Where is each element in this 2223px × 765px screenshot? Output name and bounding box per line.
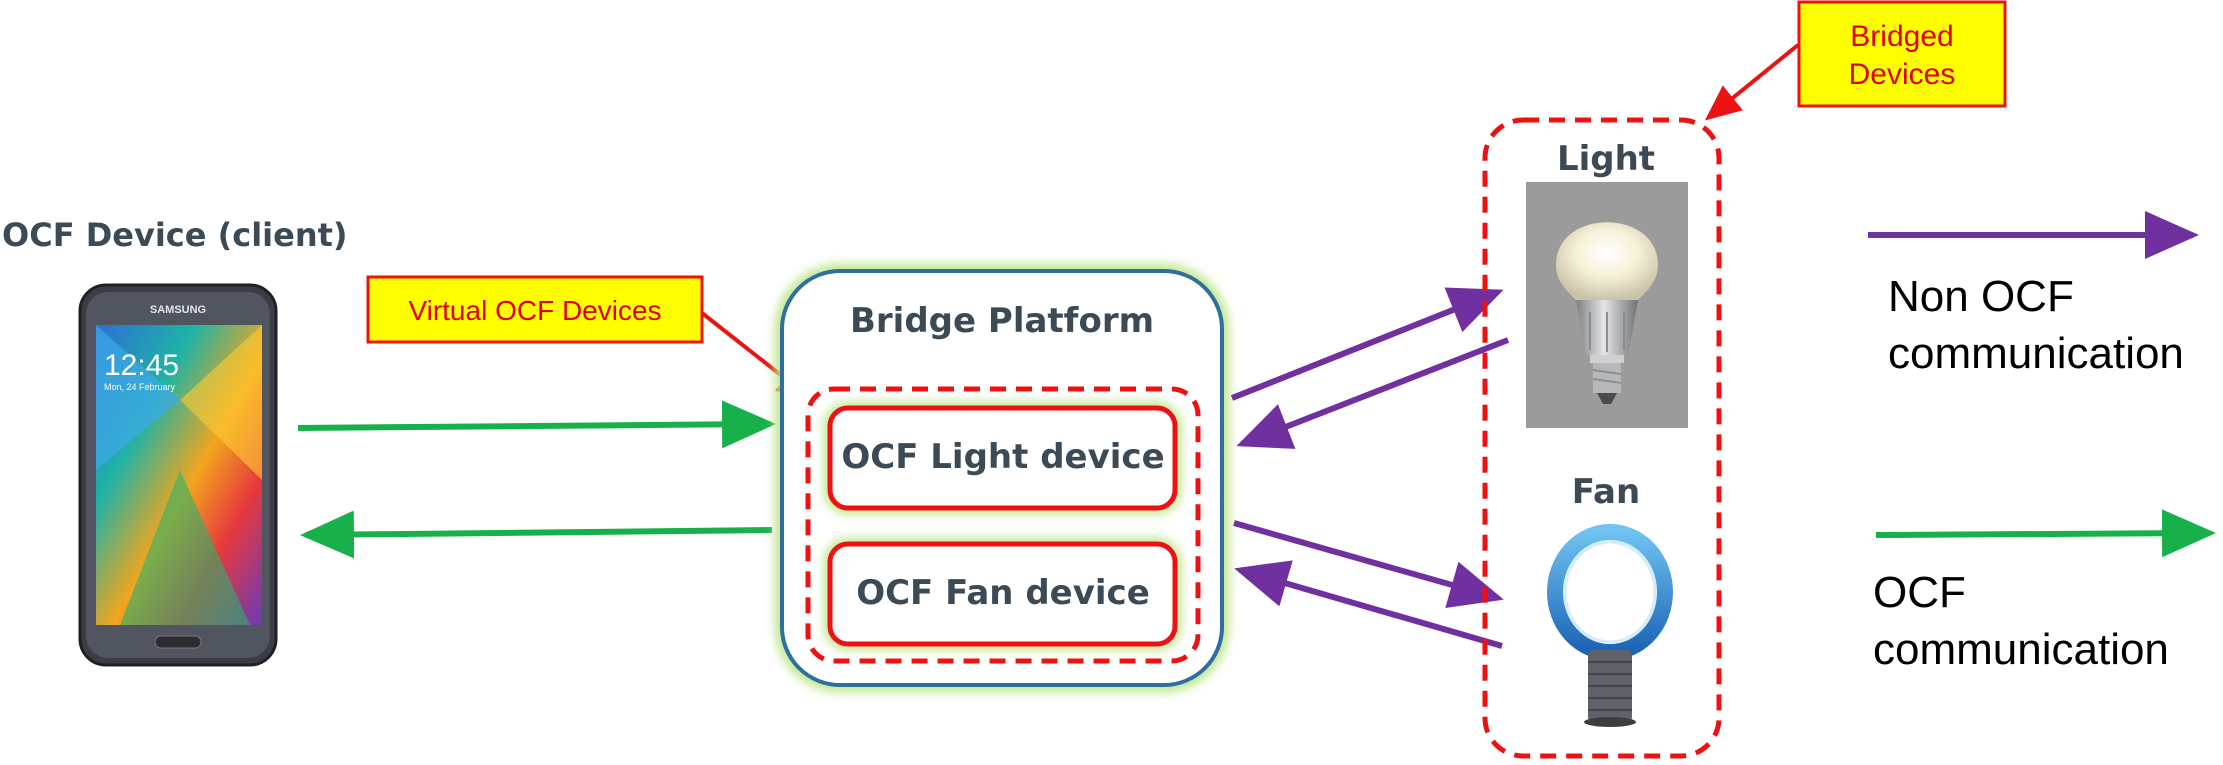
non-ocf-arrow-from-light	[1236, 337, 1510, 449]
bridged-devices-callout	[1797, 0, 2007, 108]
bridged-devices-line1: Bridged	[1850, 20, 1953, 53]
fan-label: Fan	[1572, 472, 1640, 512]
legend-ocf-line2: communication	[1873, 625, 2169, 674]
legend-ocf-arrow	[1875, 509, 2216, 558]
ocf-arrow-response	[300, 510, 773, 559]
client-label: OCF Device (client)	[2, 216, 348, 254]
legend-ocf-line1: OCF	[1873, 568, 1966, 617]
legend-non-ocf-line2: communication	[1888, 329, 2184, 378]
phone-brand: SAMSUNG	[150, 304, 206, 316]
ocf-light-device	[827, 405, 1178, 511]
non-ocf-arrow-from-fan	[1234, 560, 1503, 649]
virtual-devices-label: Virtual OCF Devices	[408, 295, 661, 326]
virtual-devices-callout	[366, 275, 704, 344]
fan-image	[1547, 524, 1673, 727]
non-ocf-arrow-to-light	[1230, 287, 1504, 401]
ocf-fan-device	[827, 541, 1178, 647]
legend-non-ocf-line1: Non OCF	[1888, 272, 2074, 321]
light-bulb-image	[1526, 182, 1688, 428]
bridged-devices-line2: Devices	[1849, 58, 1956, 91]
ocf-arrow-request	[297, 400, 776, 449]
ocf-fan-device-label: OCF Fan device	[856, 573, 1150, 613]
non-ocf-arrow-to-fan	[1233, 520, 1504, 608]
bridge-title: Bridge Platform	[850, 301, 1154, 341]
virtual-devices-group	[805, 386, 1201, 664]
bridged-callout-pointer	[1704, 43, 1800, 121]
bridged-devices-group	[1482, 117, 1722, 759]
ocf-light-device-label: OCF Light device	[841, 437, 1164, 477]
light-label: Light	[1557, 139, 1655, 179]
phone-date: Mon, 24 February	[104, 382, 176, 392]
phone-time: 12:45	[104, 349, 179, 382]
phone-image: SAMSUNG 12:45 Mon, 24 February	[78, 283, 278, 667]
